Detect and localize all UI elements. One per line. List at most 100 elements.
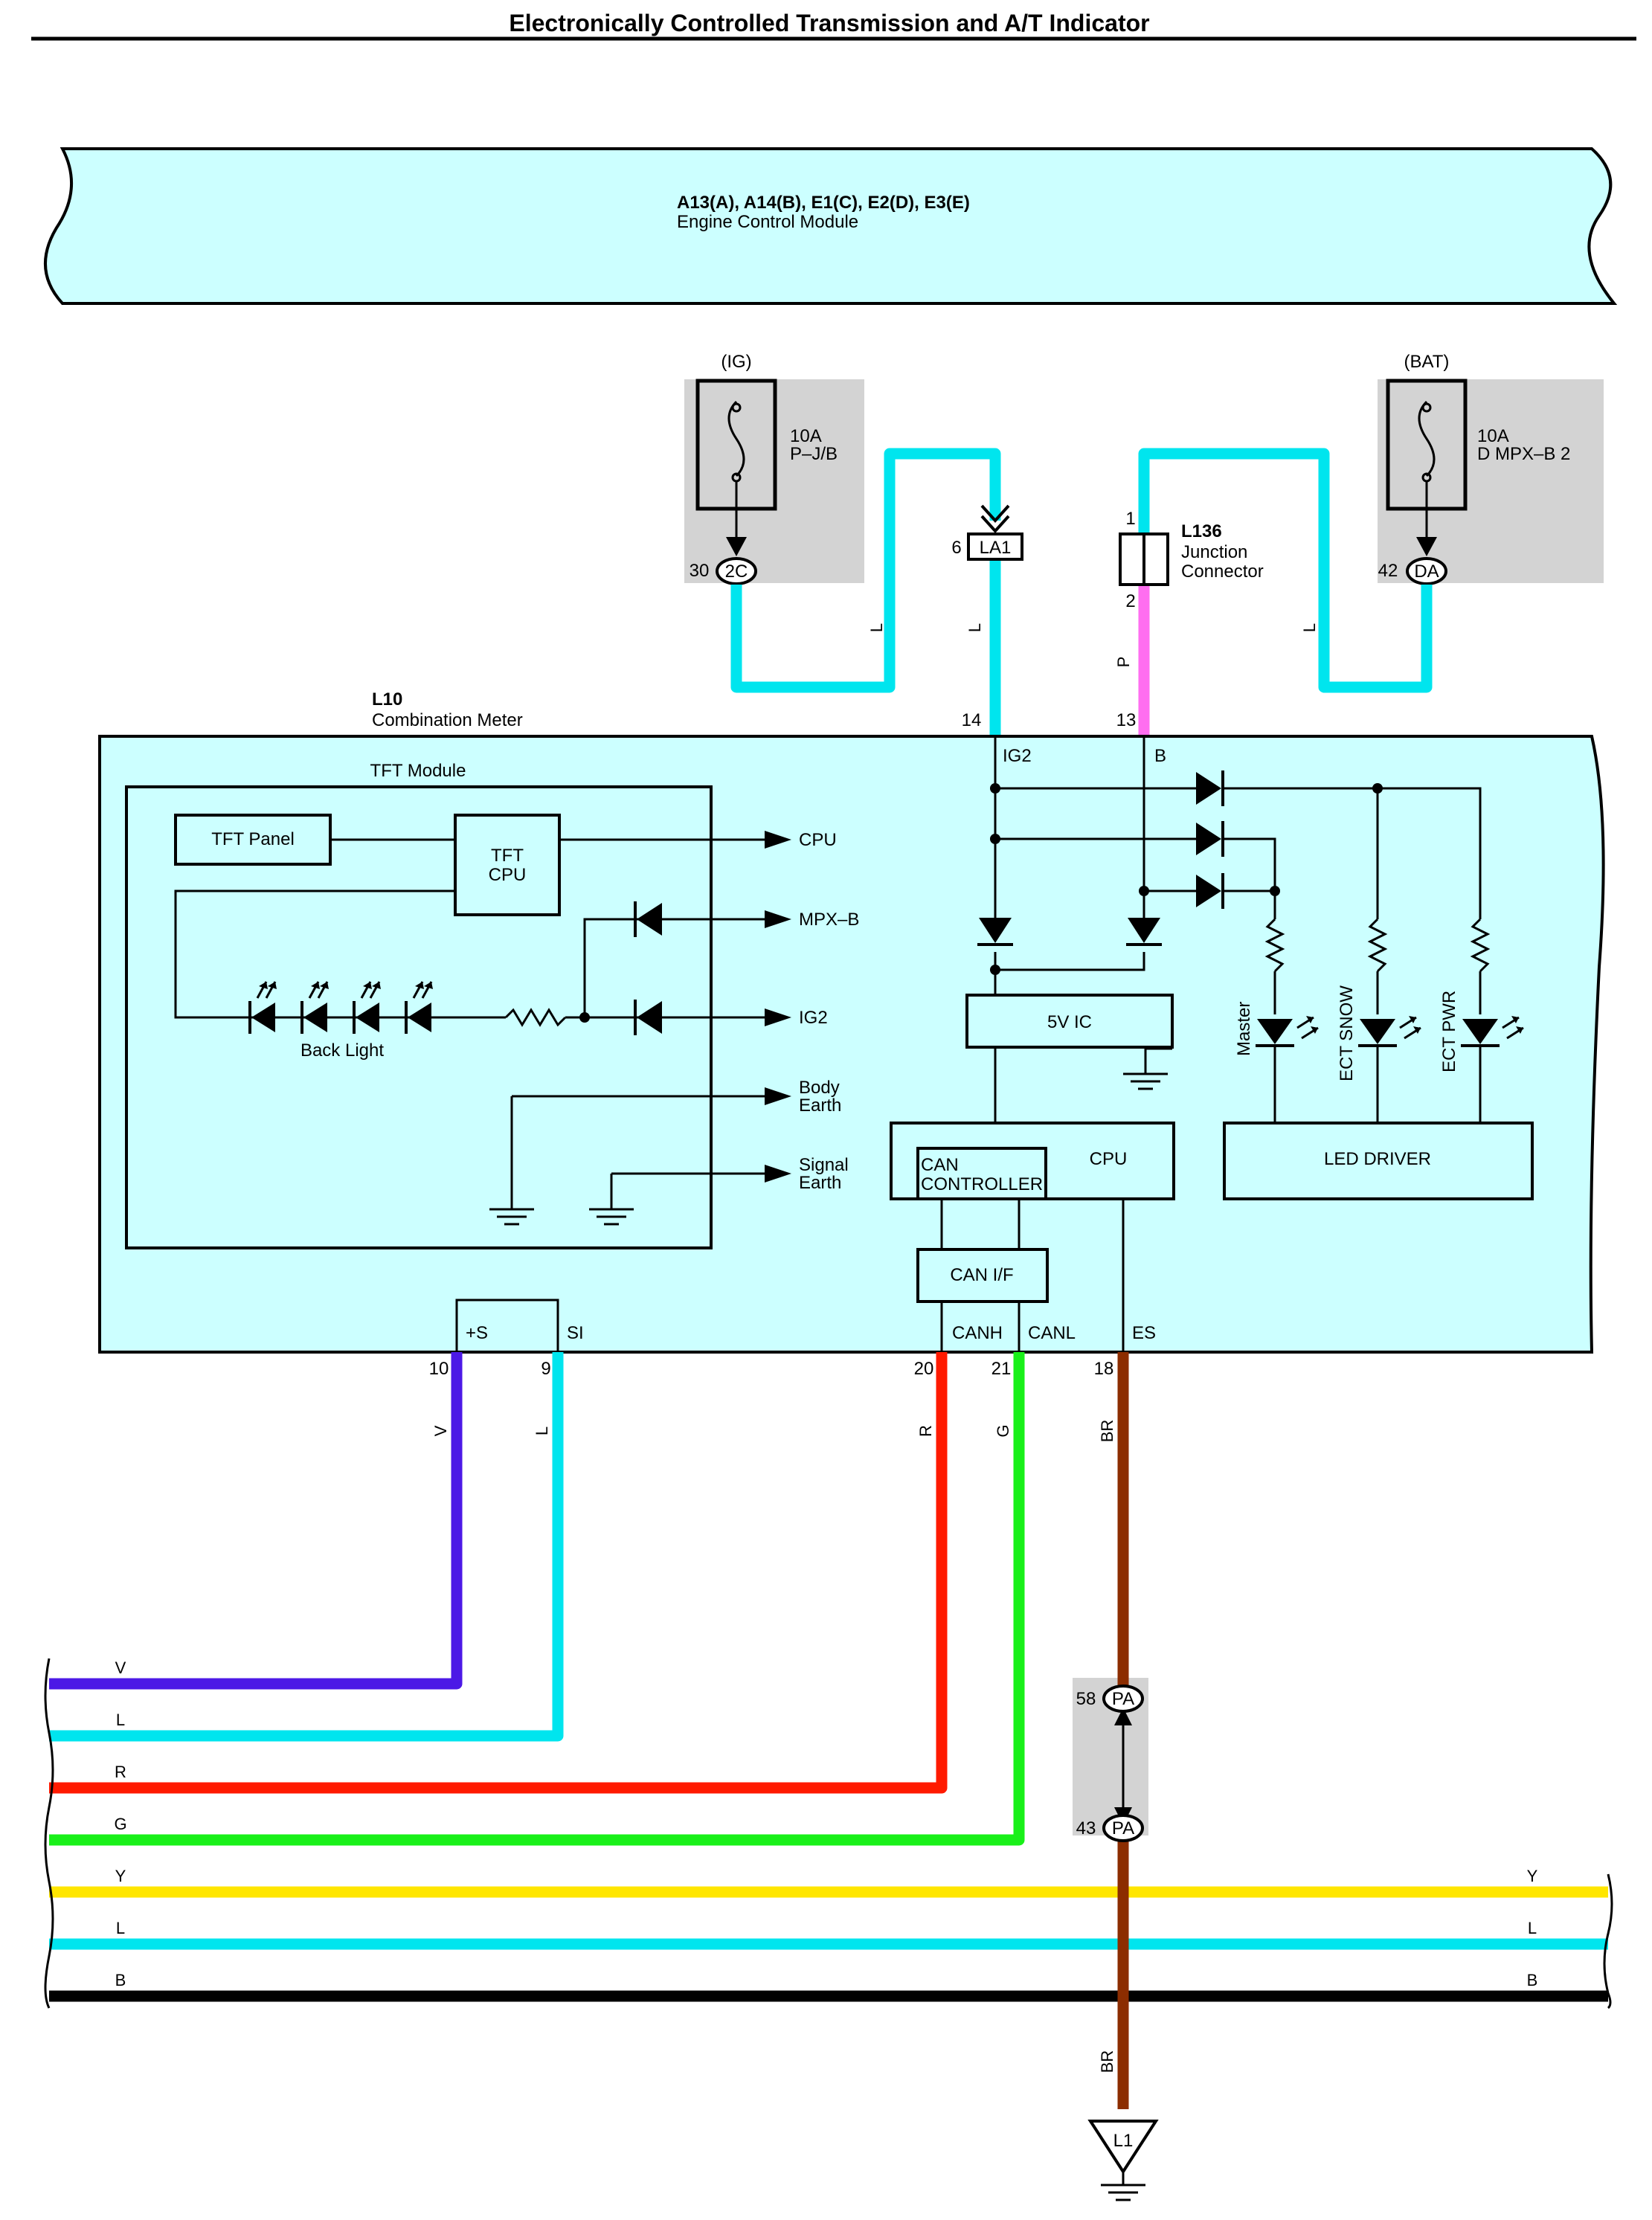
terminal-si: SI	[567, 1323, 584, 1343]
fuse-ig-rating: 10A	[790, 426, 822, 446]
pa-connector-bottom	[1102, 1814, 1144, 1842]
wire-r	[49, 1352, 948, 1794]
terminal-canh: CANH	[952, 1323, 1003, 1343]
pa-connector-top	[1102, 1685, 1144, 1713]
terminal-plus-s: +S	[466, 1323, 488, 1343]
terminal-box-s-si	[455, 1299, 559, 1354]
meter-id: L10	[372, 689, 402, 710]
meter-pin-14: 14	[962, 710, 982, 730]
pa-connector-bottom-label: PA	[1112, 1818, 1134, 1838]
pa-pin-bottom: 43	[1076, 1818, 1096, 1838]
connector-2c-label: 2C	[725, 562, 748, 582]
wire-bat-feed	[1138, 448, 1433, 693]
tft-module-label: TFT Module	[370, 761, 466, 781]
ic-5v-label: 5V IC	[1047, 1012, 1092, 1032]
terminal-ig2: IG2	[1003, 746, 1032, 766]
resistor-master	[1264, 918, 1285, 973]
junction-pin-bottom: 2	[1125, 591, 1135, 611]
pin-20: 20	[914, 1359, 934, 1379]
tft-cpu-label-1: TFT	[491, 846, 524, 866]
ground-point-l1	[1087, 2120, 1159, 2175]
wire-label-l: L	[533, 1426, 551, 1435]
connector-2c	[716, 557, 757, 585]
terminal-es: ES	[1132, 1323, 1156, 1343]
connector-da	[1406, 557, 1447, 585]
wire-label-br: BR	[1098, 1420, 1116, 1443]
bus-label-right-b: B	[1527, 1971, 1538, 1989]
tft-out-cpu: CPU	[799, 830, 837, 850]
body-earth-label-1: Body	[799, 1078, 840, 1098]
meter-cpu-label: CPU	[1090, 1149, 1128, 1169]
signal-earth-label-1: Signal	[799, 1155, 849, 1175]
tft-out-mpxb: MPX–B	[799, 910, 859, 930]
wire-label-v: V	[431, 1425, 450, 1436]
ground-l1-icon	[1099, 2170, 1147, 2201]
bus-label-l: L	[116, 1711, 125, 1729]
can-controller-label-1: CAN	[921, 1155, 959, 1175]
indicator-label-ect-snow: ECT SNOW	[1337, 985, 1357, 1081]
fuse-bat-box	[1378, 379, 1604, 583]
fuse-ig-icon	[727, 400, 745, 477]
la1-pin: 6	[951, 538, 961, 558]
pin-9: 9	[541, 1359, 550, 1379]
junction-name-2: Connector	[1181, 562, 1264, 582]
ecm-connectors: A13(A), A14(B), E1(C), E2(D), E3(E)	[677, 193, 970, 213]
tft-cpu-label-2: CPU	[489, 865, 527, 885]
pin-10: 10	[429, 1359, 449, 1379]
fuse-bat-icon	[1418, 400, 1436, 477]
bus-label-y: Y	[115, 1867, 126, 1885]
pa-pin-top: 58	[1076, 1689, 1096, 1709]
fuse-ig-location: P–J/B	[790, 444, 838, 464]
ecm-name: Engine Control Module	[677, 212, 858, 232]
bus-label-right-y: Y	[1527, 1867, 1538, 1885]
bus-label-v: V	[115, 1658, 126, 1677]
wire-label-g: G	[994, 1424, 1012, 1437]
bus-label-r: R	[115, 1763, 126, 1781]
fuse-bat-supply: (BAT)	[1404, 352, 1450, 372]
indicator-label-ect-pwr: ECT PWR	[1439, 991, 1459, 1072]
can-controller-label-2: CONTROLLER	[921, 1174, 1043, 1194]
wire-label-junction: P	[1114, 657, 1133, 668]
body-earth-label-2: Earth	[799, 1095, 841, 1116]
wire-label-la1: L	[965, 623, 984, 632]
pa-connector-top-label: PA	[1112, 1689, 1134, 1709]
ic-5v	[965, 994, 1174, 1049]
junction-name-1: Junction	[1181, 542, 1247, 562]
bus-label-l-2: L	[116, 1919, 125, 1937]
indicator-label-master: Master	[1234, 1002, 1254, 1056]
wire-v	[49, 1352, 463, 1690]
junction-id: L136	[1181, 521, 1222, 541]
connector-da-label: DA	[1414, 562, 1439, 582]
junction-pin-top: 1	[1125, 509, 1135, 529]
led-driver	[1223, 1122, 1534, 1200]
la1-label: LA1	[980, 538, 1012, 558]
signal-earth-label-2: Earth	[799, 1173, 841, 1193]
wire-l	[49, 1352, 564, 1742]
meter-pin-13: 13	[1116, 710, 1137, 730]
ground-point-l1-label: L1	[1113, 2131, 1134, 2151]
tft-out-ig2: IG2	[799, 1008, 828, 1028]
fuse-bat-pin: 42	[1378, 561, 1398, 581]
wire-g	[49, 1352, 1025, 1846]
terminal-b: B	[1154, 746, 1166, 766]
resistor-ect-snow	[1367, 918, 1388, 973]
la1-connector	[967, 533, 1023, 561]
fuse-ig-supply: (IG)	[721, 352, 751, 372]
wire-label-r: R	[916, 1425, 935, 1437]
wire-label-br-ground: BR	[1098, 2050, 1116, 2073]
pin-18: 18	[1094, 1359, 1114, 1379]
page-title: Electronically Controlled Transmission a…	[509, 10, 1149, 36]
led-driver-label: LED DRIVER	[1324, 1149, 1431, 1169]
can-controller	[916, 1147, 1047, 1200]
pin-21: 21	[991, 1359, 1012, 1379]
wire-ig-feed	[730, 448, 1001, 693]
fuse-ig-pin: 30	[690, 561, 710, 581]
ecm-block	[44, 147, 1618, 305]
wire-label-bat-right: L	[1300, 623, 1319, 632]
fuse-bat-location: D MPX–B 2	[1477, 444, 1570, 464]
wire-label-ig-left: L	[867, 623, 886, 632]
meter-name: Combination Meter	[372, 710, 523, 730]
backlight-resistor	[504, 1008, 567, 1027]
bus-label-g: G	[114, 1815, 126, 1833]
